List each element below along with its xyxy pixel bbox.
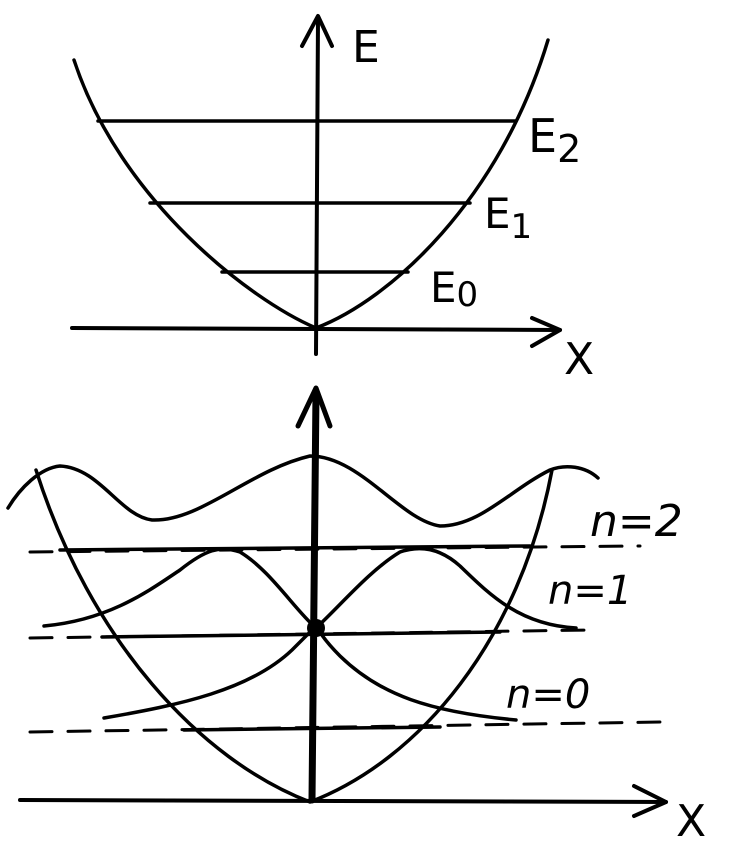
top-energy-axis bbox=[314, 16, 320, 356]
top-energy-axis-label: E bbox=[352, 22, 380, 73]
top-energy-diagram: E X E0 E1 E2 bbox=[70, 14, 594, 385]
bottom-level-n1 bbox=[100, 630, 502, 639]
state-label-n2: n=2 bbox=[590, 496, 683, 547]
level-label-e1-symbol: E bbox=[484, 189, 511, 238]
level-label-e1: E1 bbox=[484, 189, 532, 247]
bottom-level-n2 bbox=[58, 544, 532, 552]
bottom-level-n0 bbox=[182, 725, 442, 732]
level-label-e0: E0 bbox=[430, 263, 478, 315]
bottom-vertical-axis bbox=[308, 388, 320, 804]
wavefunction-n2 bbox=[6, 454, 600, 528]
top-x-axis-label: X bbox=[564, 334, 594, 385]
bottom-wavefunction-diagram: X n=0 n=1 n=2 bbox=[6, 385, 706, 847]
state-label-n1: n=1 bbox=[548, 568, 632, 614]
level-label-e0-symbol: E bbox=[430, 263, 457, 312]
level-label-e2-symbol: E bbox=[528, 109, 557, 163]
center-crossing-node bbox=[307, 619, 325, 637]
bottom-vertical-axis-arrowhead bbox=[295, 385, 333, 429]
bottom-x-axis-arrowhead bbox=[632, 784, 668, 818]
level-label-e1-subscript: 1 bbox=[511, 207, 533, 247]
bottom-x-axis bbox=[18, 798, 668, 804]
state-label-n0: n=0 bbox=[506, 672, 590, 718]
level-label-e2-subscript: 2 bbox=[557, 127, 581, 171]
top-energy-axis-arrowhead bbox=[300, 14, 334, 48]
top-potential-curve bbox=[72, 38, 550, 330]
bottom-potential-curve bbox=[34, 468, 554, 804]
wavefunction-n1 bbox=[42, 546, 578, 630]
bottom-x-axis-label: X bbox=[676, 796, 706, 847]
level-label-e0-subscript: 0 bbox=[457, 275, 479, 315]
top-x-axis-arrowhead bbox=[530, 316, 562, 348]
level-label-e2: E2 bbox=[528, 109, 581, 171]
